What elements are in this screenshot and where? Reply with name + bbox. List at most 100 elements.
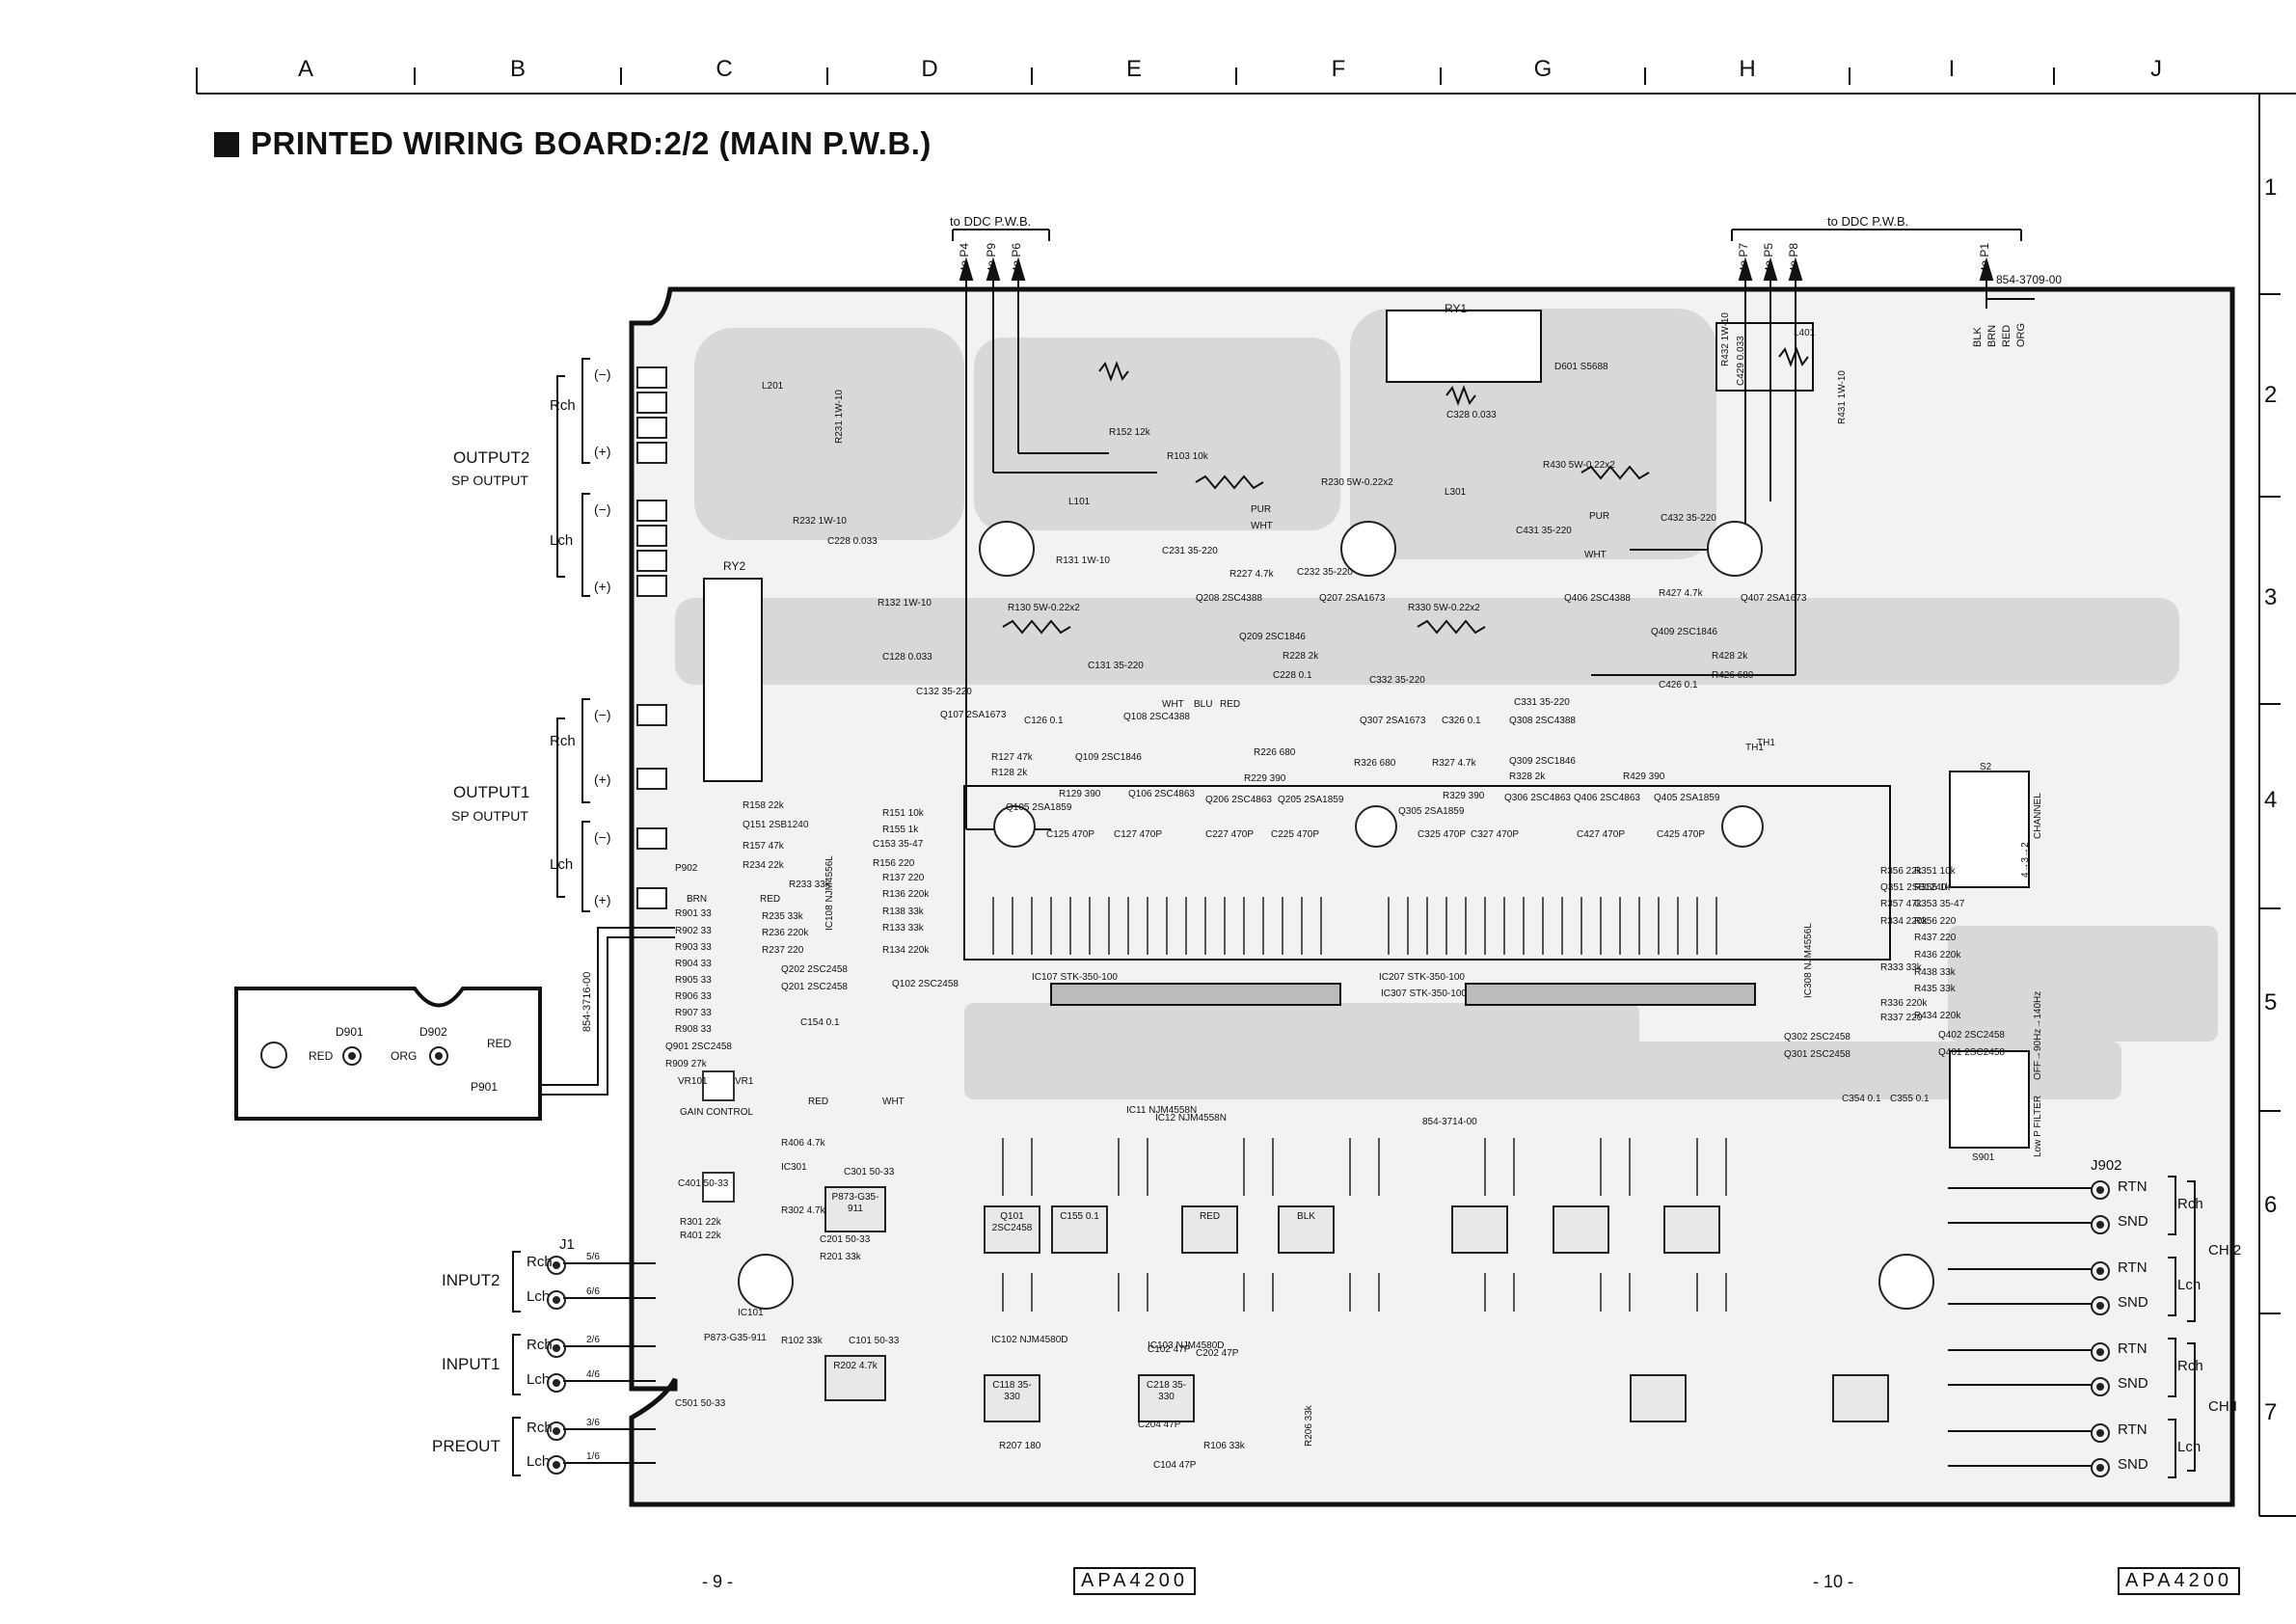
ic-package xyxy=(1663,1205,1720,1254)
wire-label: IC12 NJM4558N xyxy=(1155,1113,1227,1123)
part-label: R438 33k xyxy=(1914,967,1956,978)
wire-label: WHT xyxy=(882,1096,905,1107)
wire-label: WHT xyxy=(1251,521,1273,531)
part-label: C354 0.1 xyxy=(1842,1094,1881,1104)
part-label: R432 1W-10 xyxy=(1720,312,1731,366)
output1-sub-label: SP OUTPUT xyxy=(451,808,528,824)
ic-package: C218 35-330 xyxy=(1138,1374,1195,1422)
output-pad xyxy=(636,392,667,414)
part-label: R237 220 xyxy=(762,945,804,956)
part-label: R128 2k xyxy=(991,768,1028,778)
part-label: R234 22k xyxy=(743,860,784,871)
row-label: 6 xyxy=(2264,1192,2278,1218)
part-label: C231 35-220 xyxy=(1162,546,1218,556)
part-label: C328 0.033 xyxy=(1446,410,1497,420)
wire-label: IC11 NJM4558N xyxy=(1126,1105,1198,1116)
wire-label: WHT xyxy=(1162,699,1184,710)
part-label: R228 2k xyxy=(1283,651,1319,662)
part-label: Q306 2SC4863 xyxy=(1504,793,1571,803)
part-label: R106 33k xyxy=(1203,1441,1245,1451)
mounting-hole xyxy=(1721,805,1764,848)
column-label: H xyxy=(1739,56,1756,82)
part-label: Q351 2SB1240 xyxy=(1880,882,1947,893)
ic-label: C118 35-330 xyxy=(992,1380,1032,1402)
part-label: R226 680 xyxy=(1254,747,1296,758)
p901-label: P901 xyxy=(471,1080,499,1094)
ic-package: BLK xyxy=(1278,1205,1335,1254)
rca-jack-icon xyxy=(2091,1423,2110,1443)
part-label: IC101 xyxy=(738,1308,764,1318)
part-label: C132 35-220 xyxy=(916,687,972,697)
part-label: Q308 2SC4388 xyxy=(1509,716,1576,726)
part-label: R129 390 xyxy=(1059,789,1101,799)
part-label: R901 33 xyxy=(675,908,712,919)
ddc-header-right: to DDC P.W.B. xyxy=(1827,214,1909,229)
output1-rch-label: Rch xyxy=(550,733,576,749)
rca-jack-icon xyxy=(2091,1458,2110,1477)
mounting-hole xyxy=(260,1042,287,1069)
j902-rtn: RTN xyxy=(2118,1340,2147,1357)
output-pad xyxy=(636,704,667,726)
wire-label: BRN xyxy=(687,894,708,905)
rca-jack-icon xyxy=(547,1256,566,1275)
part-854-3709: 854-3709-00 xyxy=(1996,273,2063,286)
output2-lch-label: Lch xyxy=(550,532,574,549)
part-label: R227 4.7k xyxy=(1229,569,1274,580)
ic-package xyxy=(1630,1374,1687,1422)
part-label: R133 33k xyxy=(882,923,924,934)
part-label: Q301 2SC2458 xyxy=(1784,1049,1850,1060)
pin-label: 4/6 xyxy=(586,1369,600,1380)
connector-pin-p1: to P1 xyxy=(1978,242,1991,270)
part-label: IC308 NJM4556L xyxy=(1803,923,1814,998)
led-d901-icon xyxy=(342,1046,362,1066)
ry2-label: RY2 xyxy=(723,559,746,573)
part-label: R906 33 xyxy=(675,991,712,1002)
column-label: D xyxy=(921,56,938,82)
terminal-plus: (+) xyxy=(594,771,611,787)
ic-label: P873-G35-911 xyxy=(831,1192,879,1214)
part-label: R428 2k xyxy=(1712,651,1748,662)
gain-control-label: R301 22k xyxy=(680,1217,721,1228)
part-label: C104 47P xyxy=(1153,1460,1197,1471)
wire-red: RED xyxy=(2001,324,2012,347)
column-label: G xyxy=(1533,56,1553,82)
p901-wire-red: RED xyxy=(487,1037,512,1050)
j902-rtn: RTN xyxy=(2118,1259,2147,1276)
model-number-left: APA4200 xyxy=(1073,1567,1197,1595)
part-label: R904 33 xyxy=(675,959,712,969)
wire-blk: BLK xyxy=(1972,327,1984,347)
j902-lch: Lch xyxy=(2177,1439,2201,1455)
output1-label: OUTPUT1 xyxy=(453,783,530,801)
part-label: R351 10k xyxy=(1914,866,1956,877)
j902-snd: SND xyxy=(2118,1375,2148,1392)
output-pad xyxy=(636,442,667,464)
part-label: R356 22k xyxy=(1880,866,1922,877)
part-label: R330 5W-0.22x2 xyxy=(1408,603,1480,613)
terminal-minus: (−) xyxy=(594,829,611,845)
wire-label: RED xyxy=(808,1096,829,1107)
part-label: C353 35-47 xyxy=(1914,899,1965,909)
vr2-label: VR1 xyxy=(735,1076,754,1087)
part-label: Q201 2SC2458 xyxy=(781,982,848,992)
part-label: R155 1k xyxy=(882,825,919,835)
part-label: R231 1W-10 xyxy=(834,390,845,444)
vr301-trimmer-icon[interactable] xyxy=(702,1070,735,1101)
ic-package xyxy=(1451,1205,1508,1254)
rca-jack-icon xyxy=(2091,1377,2110,1396)
j902-snd: SND xyxy=(2118,1294,2148,1311)
part-label: Q406 2SC4388 xyxy=(1564,593,1631,604)
part-label: R134 220k xyxy=(882,945,930,956)
output-pad xyxy=(636,550,667,572)
pin-label: 2/6 xyxy=(586,1335,600,1345)
mounting-hole xyxy=(1707,521,1763,577)
preout-label: PREOUT xyxy=(432,1437,500,1455)
output-pad xyxy=(636,575,667,597)
part-label: C327 470P xyxy=(1471,829,1520,840)
led-org-label: ORG xyxy=(391,1049,418,1063)
part-label: R138 33k xyxy=(882,907,924,917)
output-pad xyxy=(636,417,667,439)
part-label: Q401 2SC2458 xyxy=(1938,1047,2005,1058)
part-label: Q406 2SC4863 xyxy=(1574,793,1640,803)
part-label: R157 47k xyxy=(743,841,784,852)
vr101-trimmer-icon[interactable] xyxy=(702,1172,735,1203)
